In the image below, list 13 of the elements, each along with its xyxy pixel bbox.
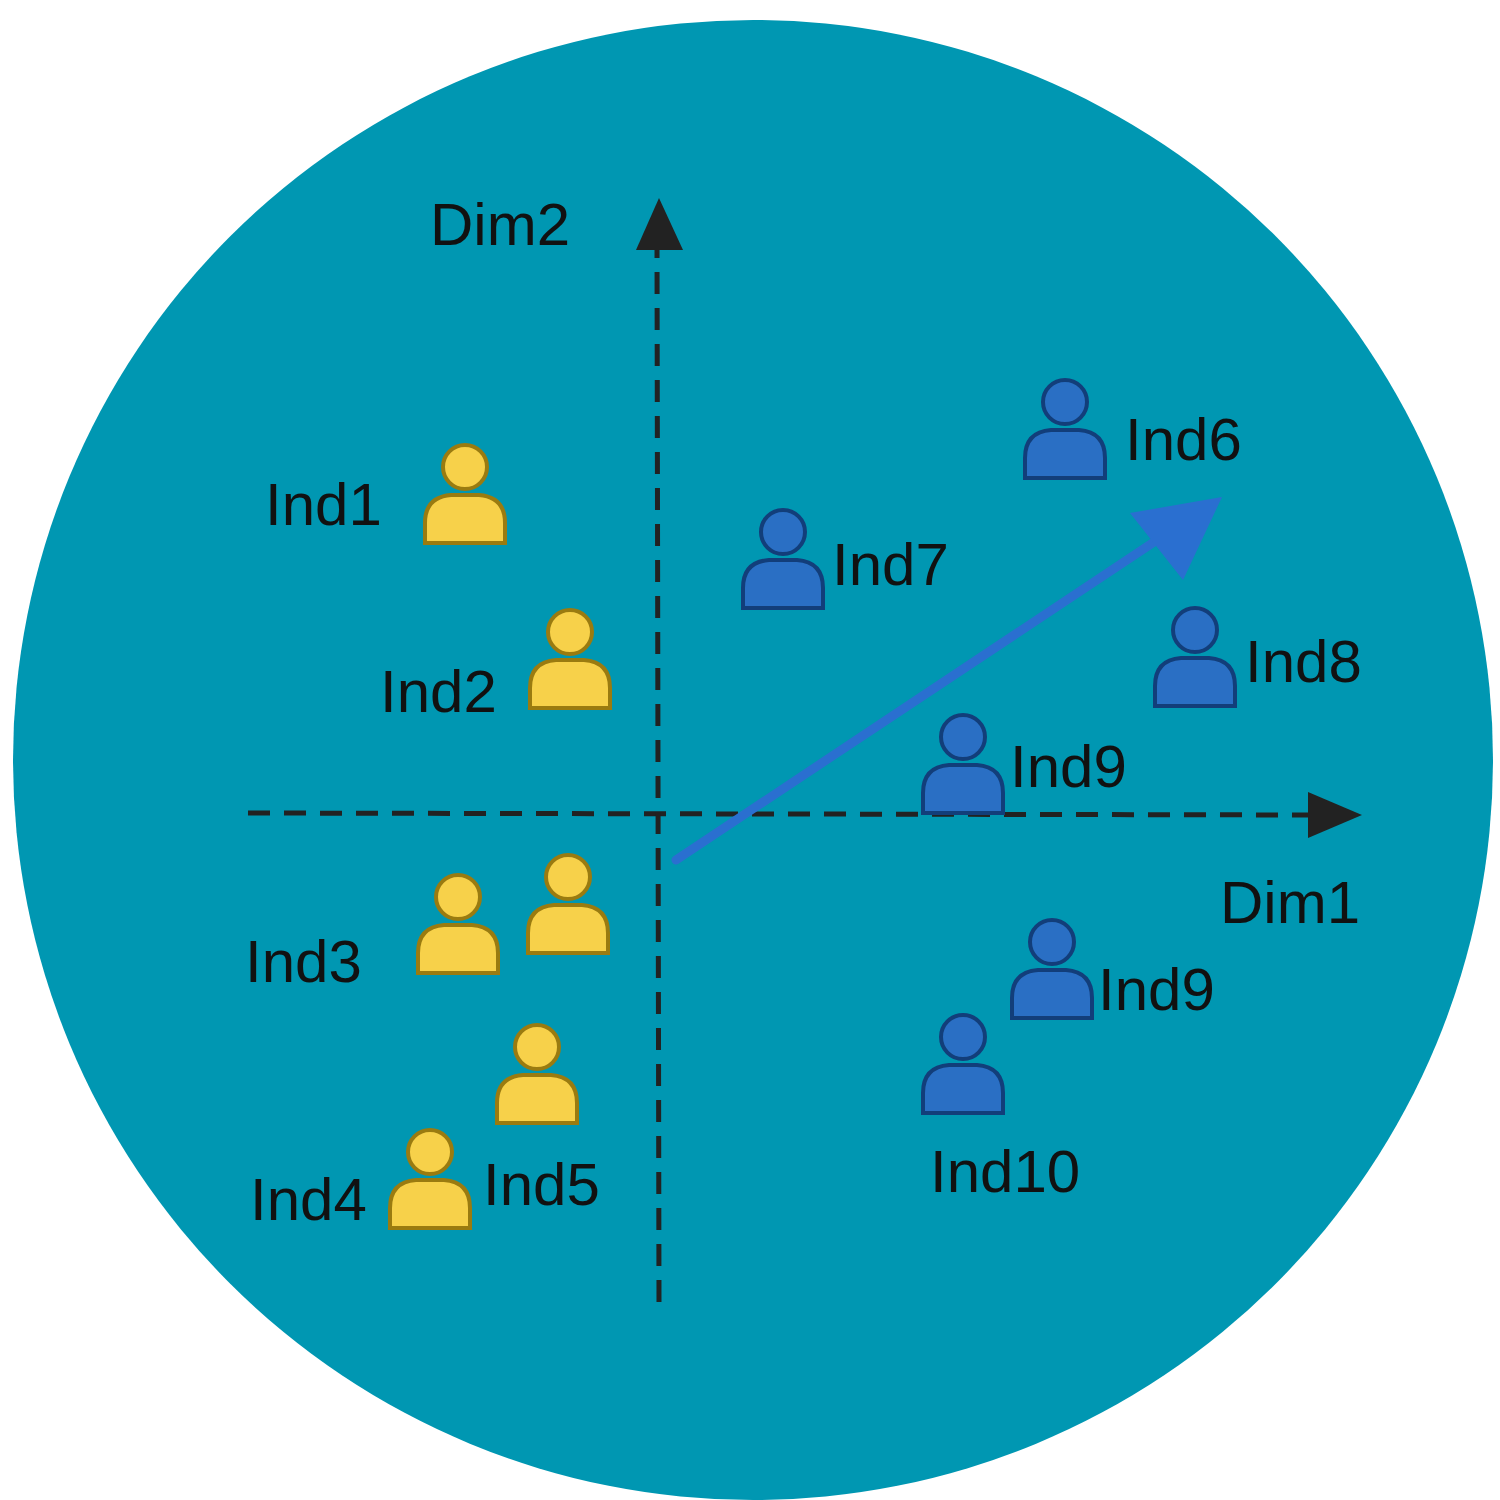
point-label: Ind4 — [250, 1170, 367, 1230]
point-label: Ind8 — [1245, 632, 1362, 692]
point-label: Ind6 — [1125, 410, 1242, 470]
point-label: Ind9 — [1010, 737, 1127, 797]
point-label: Dim1 — [1220, 873, 1360, 933]
point-label: Ind5 — [483, 1155, 600, 1215]
point-label: Ind10 — [930, 1142, 1081, 1202]
point-label: Dim2 — [430, 195, 570, 255]
point-label: Ind1 — [265, 475, 382, 535]
point-label: Ind9 — [1098, 960, 1215, 1020]
point-label: Ind3 — [245, 932, 362, 992]
point-label: Ind2 — [380, 662, 497, 722]
point-label: Ind7 — [832, 535, 949, 595]
